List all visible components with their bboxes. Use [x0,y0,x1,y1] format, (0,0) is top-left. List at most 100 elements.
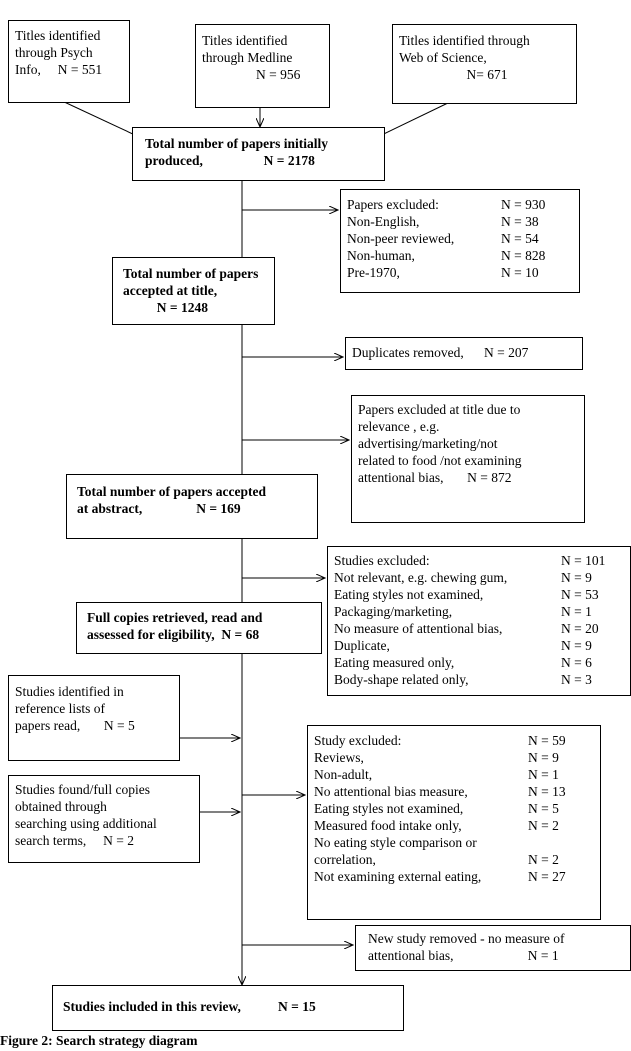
relevance-line-5: attentional bias, N = 872 [358,470,512,485]
source-psychinfo-box: Titles identified through Psych Info, N … [8,20,130,103]
duplicate-row: Duplicate, N = 9 [334,637,627,654]
no-measure-row: No measure of attentional bias, N = 20 [334,620,627,637]
study-excluded-row: Study excluded: N = 59 [314,732,584,749]
food-intake-label: Measured food intake only, [314,818,462,833]
total-initial-line-1: Total number of papers initially [145,136,329,151]
new-study-line-1: New study removed - no measure of [368,931,565,946]
total-initial-box: Total number of papers initially produce… [132,127,385,181]
additional-search-line-3: searching using additional [15,816,157,831]
relevance-line-3: advertising/marketing/not [358,436,498,451]
no-measure-label: No measure of attentional bias, [334,621,503,636]
relevance-line-1: Papers excluded at title due to [358,402,521,417]
non-human-row: Non-human,N = 828 [347,247,565,264]
reference-lists-box: Studies identified in reference lists of… [8,675,180,761]
packaging-value: N = 1 [561,604,592,619]
relevance-excluded-box: Papers excluded at title due to relevanc… [351,395,585,523]
eating-styles-row: Eating styles not examined, N = 53 [334,586,627,603]
additional-search-line-4: search terms, N = 2 [15,833,134,848]
correlation-label: correlation, [314,852,376,867]
additional-search-line-1: Studies found/full copies [15,782,150,797]
duplicate-label: Duplicate, [334,638,390,653]
non-human-label: Non-human, [347,248,415,263]
relevance-line-2: relevance , e.g. [358,419,440,434]
additional-search-box: Studies found/full copies obtained throu… [8,775,200,863]
food-intake-row: Measured food intake only, N = 2 [314,817,584,834]
packaging-label: Packaging/marketing, [334,604,453,619]
eating-styles-label: Eating styles not examined, [334,587,484,602]
duplicates-box: Duplicates removed, N = 207 [345,337,583,370]
body-shape-value: N = 3 [561,672,592,687]
pre-1970-row: Pre-1970,N = 10 [347,264,565,281]
papers-excluded-value: N = 930 [501,197,546,212]
relevance-line-4: related to food /not examining [358,453,522,468]
source-wos-box: Titles identified through Web of Science… [392,24,577,104]
source-medline-line-2: through Medline [202,50,293,65]
source-wos-line-2: Web of Science, [399,50,487,65]
non-english-value: N = 38 [501,214,539,229]
study-excluded-value: N = 59 [528,733,566,748]
non-adult-label: Non-adult, [314,767,373,782]
included-text: Studies included in this review, N = 15 [63,999,316,1014]
food-intake-value: N = 2 [528,818,559,833]
study-excluded-box: Study excluded: N = 59 Reviews, N = 9 Non-… [307,725,601,920]
source-psychinfo-line-3: Info, N = 551 [15,62,103,77]
accepted-title-line-1: Total number of papers [123,266,259,281]
not-relevant-label: Not relevant, e.g. chewing gum, [334,570,508,585]
no-comparison-label: No eating style comparison or [314,835,477,850]
reviews-value: N = 9 [528,750,559,765]
studies-excluded-value: N = 101 [561,553,606,568]
papers-excluded-label: Papers excluded: [347,197,439,212]
no-attentional-row: No attentional bias measure, N = 13 [314,783,584,800]
correlation-row: correlation, N = 2 [314,851,584,868]
reference-lists-line-3: papers read, N = 5 [15,718,135,733]
eating-styles-value: N = 53 [561,587,599,602]
no-attentional-value: N = 13 [528,784,566,799]
source-wos-line-3: N= 671 [399,67,508,82]
eating-measured-value: N = 6 [561,655,592,670]
reference-lists-line-1: Studies identified in [15,684,124,699]
source-wos-line-1: Titles identified through [399,33,530,48]
duplicate-value: N = 9 [561,638,592,653]
non-adult-value: N = 1 [528,767,559,782]
external-eating-row: Not examining external eating, N = 27 [314,868,584,885]
accepted-abstract-line-2: at abstract, N = 169 [77,501,241,516]
pre-1970-label: Pre-1970, [347,265,400,280]
duplicates-text: Duplicates removed, N = 207 [352,345,529,360]
studies-excluded-box: Studies excluded:N = 101 Not relevant, e… [327,546,631,696]
accepted-abstract-box: Total number of papers accepted at abstr… [66,474,318,539]
non-peer-reviewed-label: Non-peer reviewed, [347,231,455,246]
no-comparison-row: No eating style comparison or [314,834,584,851]
non-peer-reviewed-row: Non-peer reviewed, N = 54 [347,230,565,247]
included-box: Studies included in this review, N = 15 [52,985,404,1031]
eating-measured-row: Eating measured only,N = 6 [334,654,627,671]
non-english-row: Non-English,N = 38 [347,213,565,230]
eating-styles-2-row: Eating styles not examined,N = 5 [314,800,584,817]
full-copies-line-1: Full copies retrieved, read and [87,610,263,625]
study-excluded-label: Study excluded: [314,733,402,748]
total-initial-line-2: produced, N = 2178 [145,153,315,168]
source-medline-line-1: Titles identified [202,33,288,48]
papers-excluded-row: Papers excluded: N = 930 [347,196,565,213]
external-eating-value: N = 27 [528,869,566,884]
new-study-line-2: attentional bias, N = 1 [368,948,559,963]
accepted-title-line-3: N = 1248 [123,300,208,315]
correlation-value: N = 2 [528,852,559,867]
no-attentional-label: No attentional bias measure, [314,784,468,799]
reviews-row: Reviews, N = 9 [314,749,584,766]
not-relevant-value: N = 9 [561,570,592,585]
external-eating-label: Not examining external eating, [314,869,482,884]
body-shape-row: Body-shape related only,N = 3 [334,671,627,688]
reviews-label: Reviews, [314,750,364,765]
source-psychinfo-line-2: through Psych [15,45,93,60]
source-medline-line-3: N = 956 [202,67,301,82]
additional-search-line-2: obtained through [15,799,107,814]
no-comparison-value [528,834,584,851]
non-peer-reviewed-value: N = 54 [501,231,539,246]
accepted-title-box: Total number of papers accepted at title… [112,257,275,325]
no-measure-value: N = 20 [561,621,599,636]
non-adult-row: Non-adult, N = 1 [314,766,584,783]
source-medline-box: Titles identified through Medline N = 95… [195,24,330,108]
figure-caption: Figure 2: Search strategy diagram [0,1033,198,1048]
eating-styles-2-label: Eating styles not examined, [314,801,464,816]
